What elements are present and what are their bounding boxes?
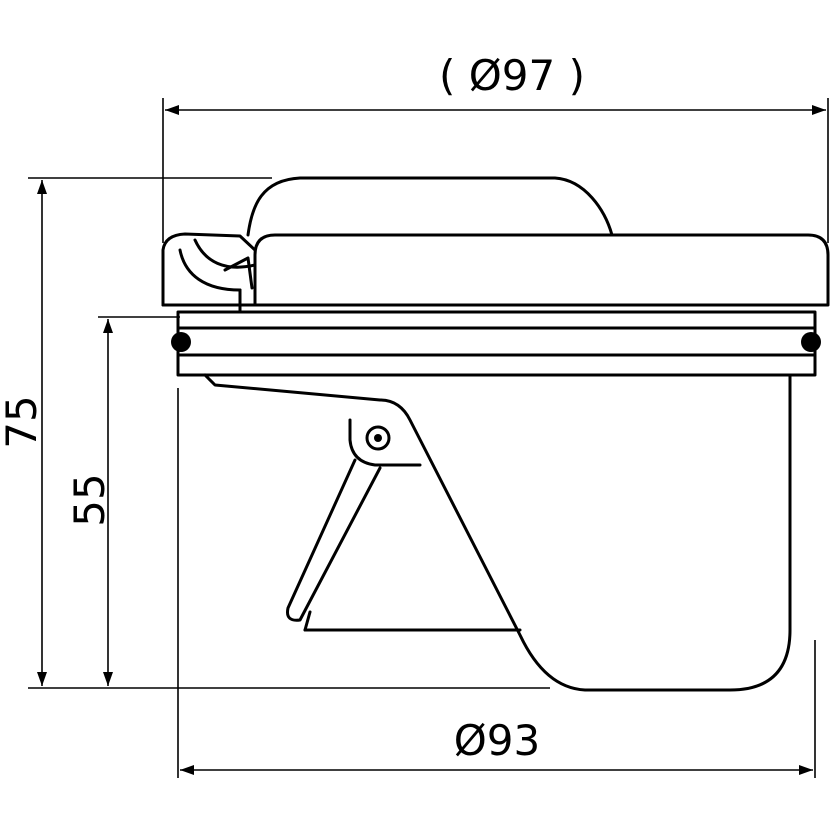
lid bbox=[253, 233, 830, 307]
bottom-diameter-label: Ø93 bbox=[454, 716, 541, 765]
o-ring-left bbox=[171, 332, 191, 352]
dimension-body-height: 55 bbox=[65, 316, 180, 686]
dome bbox=[246, 176, 614, 237]
body-height-label: 55 bbox=[65, 473, 114, 526]
seal-ring bbox=[171, 310, 821, 377]
total-height-label: 75 bbox=[0, 395, 46, 448]
bowl bbox=[203, 373, 792, 692]
handle bbox=[161, 232, 257, 314]
hinge-bracket bbox=[286, 418, 522, 632]
dimension-top-diameter: ( Ø97 ) bbox=[162, 51, 829, 243]
dimension-bottom-diameter: Ø93 bbox=[177, 388, 816, 778]
o-ring-right bbox=[801, 332, 821, 352]
dimension-total-height: 75 bbox=[0, 177, 550, 689]
hinge-pin bbox=[365, 425, 391, 451]
top-diameter-label: ( Ø97 ) bbox=[439, 51, 585, 100]
